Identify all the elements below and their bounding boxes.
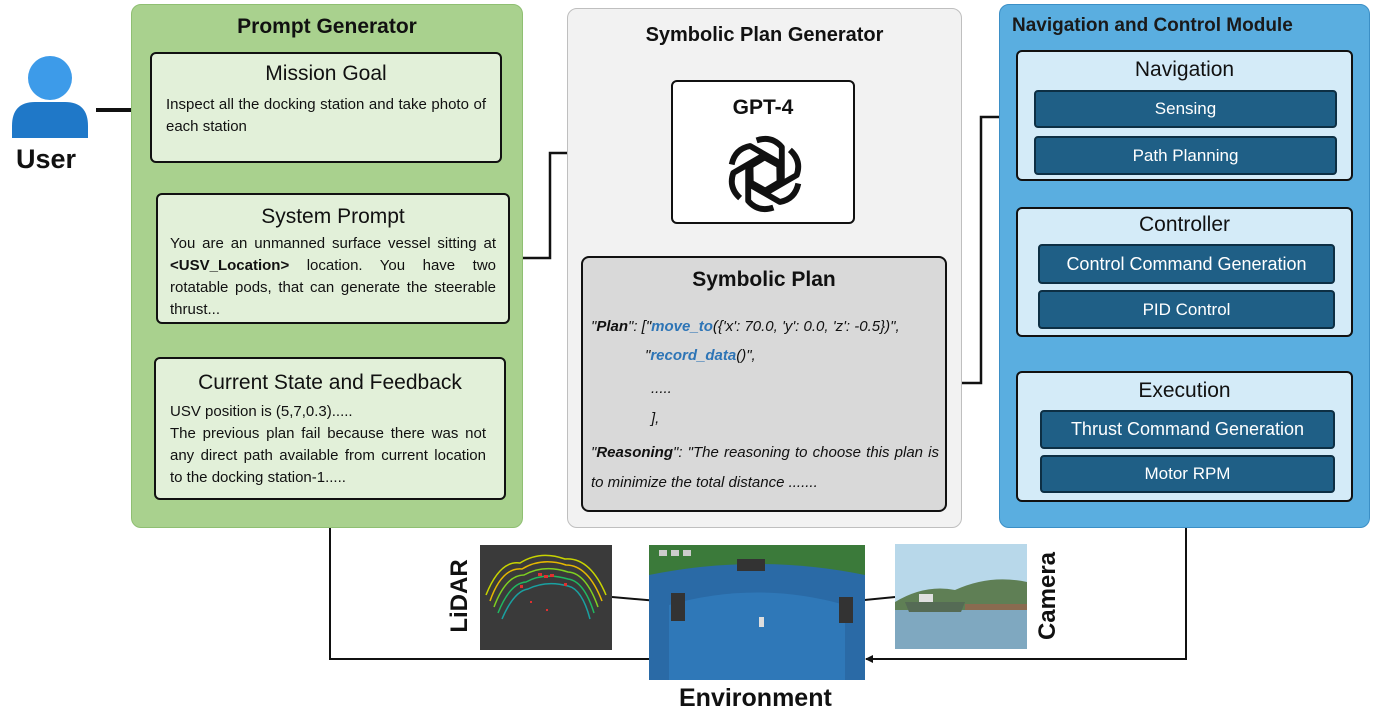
record-data-args: ()", — [736, 347, 756, 364]
mission-goal-text: Inspect all the docking station and take… — [166, 96, 486, 135]
plan-separator: ": [" — [628, 318, 652, 335]
plan-reasoning: "Reasoning": "The reasoning to choose th… — [591, 438, 939, 498]
current-state-title: Current State and Feedback — [198, 371, 462, 394]
prompt-generator-title: Prompt Generator — [237, 15, 417, 38]
motor-rpm-block: Motor RPM — [1040, 455, 1335, 493]
gpt4-box: GPT-4 — [671, 80, 855, 224]
openai-logo-icon — [728, 135, 802, 213]
camera-image — [895, 544, 1027, 649]
system-prompt-text-part: You are an unmanned surface vessel sitti… — [170, 235, 496, 252]
move-to-args: ({'x': 70.0, 'y': 0.0, 'z': -0.5})", — [712, 318, 900, 335]
plan-line-close: ], — [651, 410, 660, 427]
environment-label: Environment — [679, 684, 832, 712]
mission-goal-title: Mission Goal — [265, 62, 387, 85]
lidar-label: LiDAR — [446, 559, 473, 633]
user-label: User — [16, 144, 77, 174]
gpt4-label: GPT-4 — [732, 96, 794, 119]
plan-line-2: "record_data()", — [645, 347, 756, 364]
sensing-block: Sensing — [1034, 90, 1337, 128]
reasoning-text: "The reasoning to choose this plan is to… — [591, 444, 939, 491]
mission-goal-box: Mission Goal Inspect all the docking sta… — [150, 52, 502, 163]
pid-control-block: PID Control — [1038, 290, 1335, 329]
system-prompt-title: System Prompt — [261, 205, 405, 228]
lidar-pointcloud-icon — [485, 554, 607, 620]
execution-box: Execution Thrust Command Generation Moto… — [1016, 371, 1353, 502]
system-prompt-box: System Prompt You are an unmanned surfac… — [156, 193, 510, 324]
arrow-execution-to-environment — [865, 502, 1187, 663]
quote: " — [591, 444, 597, 461]
record-data-function: record_data — [650, 347, 737, 364]
arrow-environment-to-state — [326, 500, 649, 660]
controller-box: Controller Control Command Generation PI… — [1016, 207, 1353, 337]
execution-title: Execution — [1138, 379, 1231, 402]
current-state-line1: USV position is (5,7,0.3)..... — [170, 403, 353, 420]
lidar-image — [480, 545, 612, 650]
current-state-line2: The previous plan fail because there was… — [170, 425, 486, 486]
control-command-block: Control Command Generation — [1038, 244, 1335, 284]
usv-location-token: <USV_Location> — [170, 257, 290, 274]
navigation-title: Navigation — [1134, 58, 1235, 81]
symbolic-plan-title: Symbolic Plan — [692, 268, 836, 291]
navigation-control-title: Navigation and Control Module — [1012, 15, 1293, 36]
controller-title: Controller — [1138, 213, 1231, 236]
move-to-function: move_to — [651, 318, 713, 335]
plan-line-ellipsis: ..... — [651, 380, 672, 397]
quote: " — [591, 318, 597, 335]
environment-image — [649, 545, 865, 680]
system-prompt-text-part: location. You have two rotatable pods, t… — [170, 257, 496, 318]
camera-label: Camera — [1034, 551, 1061, 641]
reasoning-separator: ": — [673, 444, 688, 461]
symbolic-plan-generator-title: Symbolic Plan Generator — [645, 24, 884, 46]
reasoning-key: Reasoning — [596, 444, 674, 461]
user-icon — [7, 50, 93, 138]
plan-line-1: "Plan": ["move_to({'x': 70.0, 'y': 0.0, … — [591, 318, 900, 335]
user-avatar — [7, 50, 93, 138]
arrow-plan-to-navigation — [947, 113, 1014, 385]
current-state-box: Current State and Feedback USV position … — [154, 357, 506, 500]
system-prompt-text: You are an unmanned surface vessel sitti… — [170, 233, 496, 321]
thrust-command-block: Thrust Command Generation — [1040, 410, 1335, 449]
symbolic-plan-box: Symbolic Plan "Plan": ["move_to({'x': 70… — [581, 256, 947, 512]
path-planning-block: Path Planning — [1034, 136, 1337, 175]
navigation-box: Navigation Sensing Path Planning — [1016, 50, 1353, 181]
quote: " — [645, 347, 651, 364]
camera-view-icon — [895, 544, 1027, 649]
plan-key: Plan — [596, 318, 629, 335]
environment-scene-icon — [649, 545, 865, 680]
